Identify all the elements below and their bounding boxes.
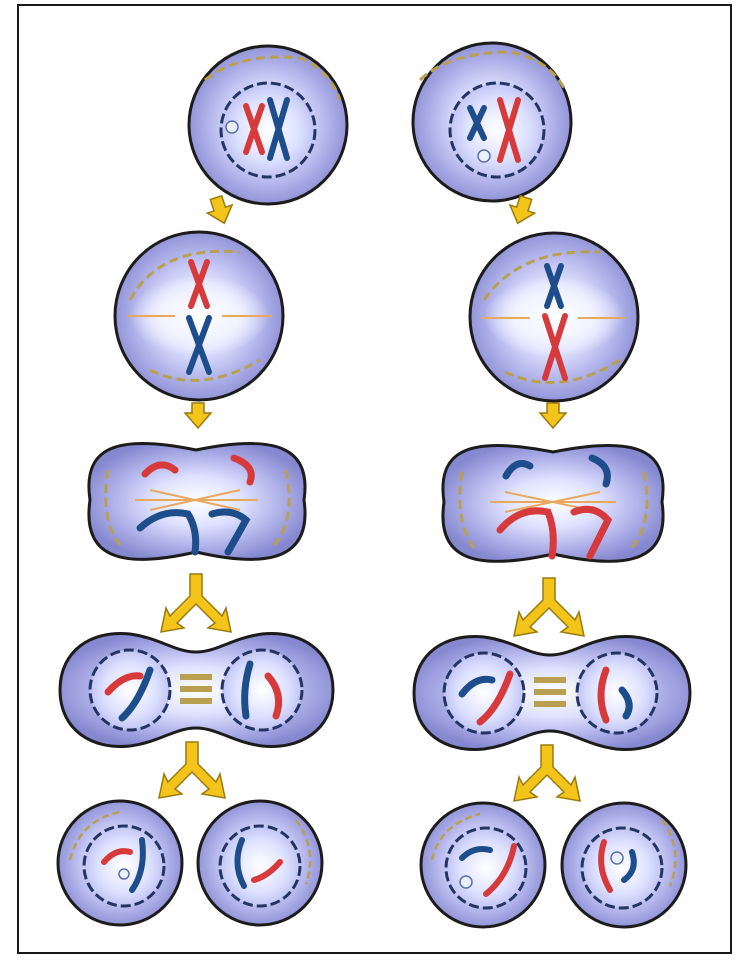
nuclear-envelope bbox=[222, 650, 302, 730]
right-daughter-cell-2 bbox=[562, 803, 686, 927]
cleavage-furrow bbox=[180, 674, 212, 704]
split-arrow-icon bbox=[514, 745, 580, 801]
nuclear-envelope bbox=[450, 83, 544, 177]
right-daughter-cell-1 bbox=[421, 803, 545, 927]
arrow-down-icon bbox=[185, 403, 211, 428]
left-telophase-cell bbox=[60, 633, 333, 746]
nucleolus bbox=[119, 869, 129, 879]
cleavage-furrow bbox=[534, 677, 566, 707]
nucleolus bbox=[611, 852, 623, 864]
split-arrow-icon bbox=[161, 574, 231, 632]
nuclear-envelope bbox=[84, 826, 164, 906]
nuclear-envelope bbox=[582, 828, 662, 908]
left-daughter-cell-2 bbox=[198, 801, 322, 925]
left-anaphase-cell bbox=[89, 443, 305, 559]
arrow-down-icon bbox=[204, 194, 237, 228]
arrow-down-icon bbox=[540, 403, 566, 428]
nucleolus bbox=[460, 876, 472, 888]
nucleolus bbox=[478, 150, 490, 162]
split-arrow-icon bbox=[159, 742, 225, 798]
right-telophase-cell bbox=[414, 636, 690, 749]
right-interphase-cell bbox=[413, 43, 571, 201]
right-anaphase-cell bbox=[443, 445, 663, 561]
split-arrow-icon bbox=[514, 578, 584, 636]
left-metaphase-cell bbox=[115, 232, 283, 400]
nucleolus bbox=[226, 121, 238, 133]
nuclear-envelope bbox=[90, 650, 170, 730]
right-metaphase-cell bbox=[470, 233, 638, 401]
nuclear-envelope bbox=[220, 826, 300, 906]
left-interphase-cell bbox=[189, 46, 347, 204]
left-daughter-cell-1 bbox=[58, 801, 182, 925]
nuclear-envelope bbox=[577, 653, 657, 733]
